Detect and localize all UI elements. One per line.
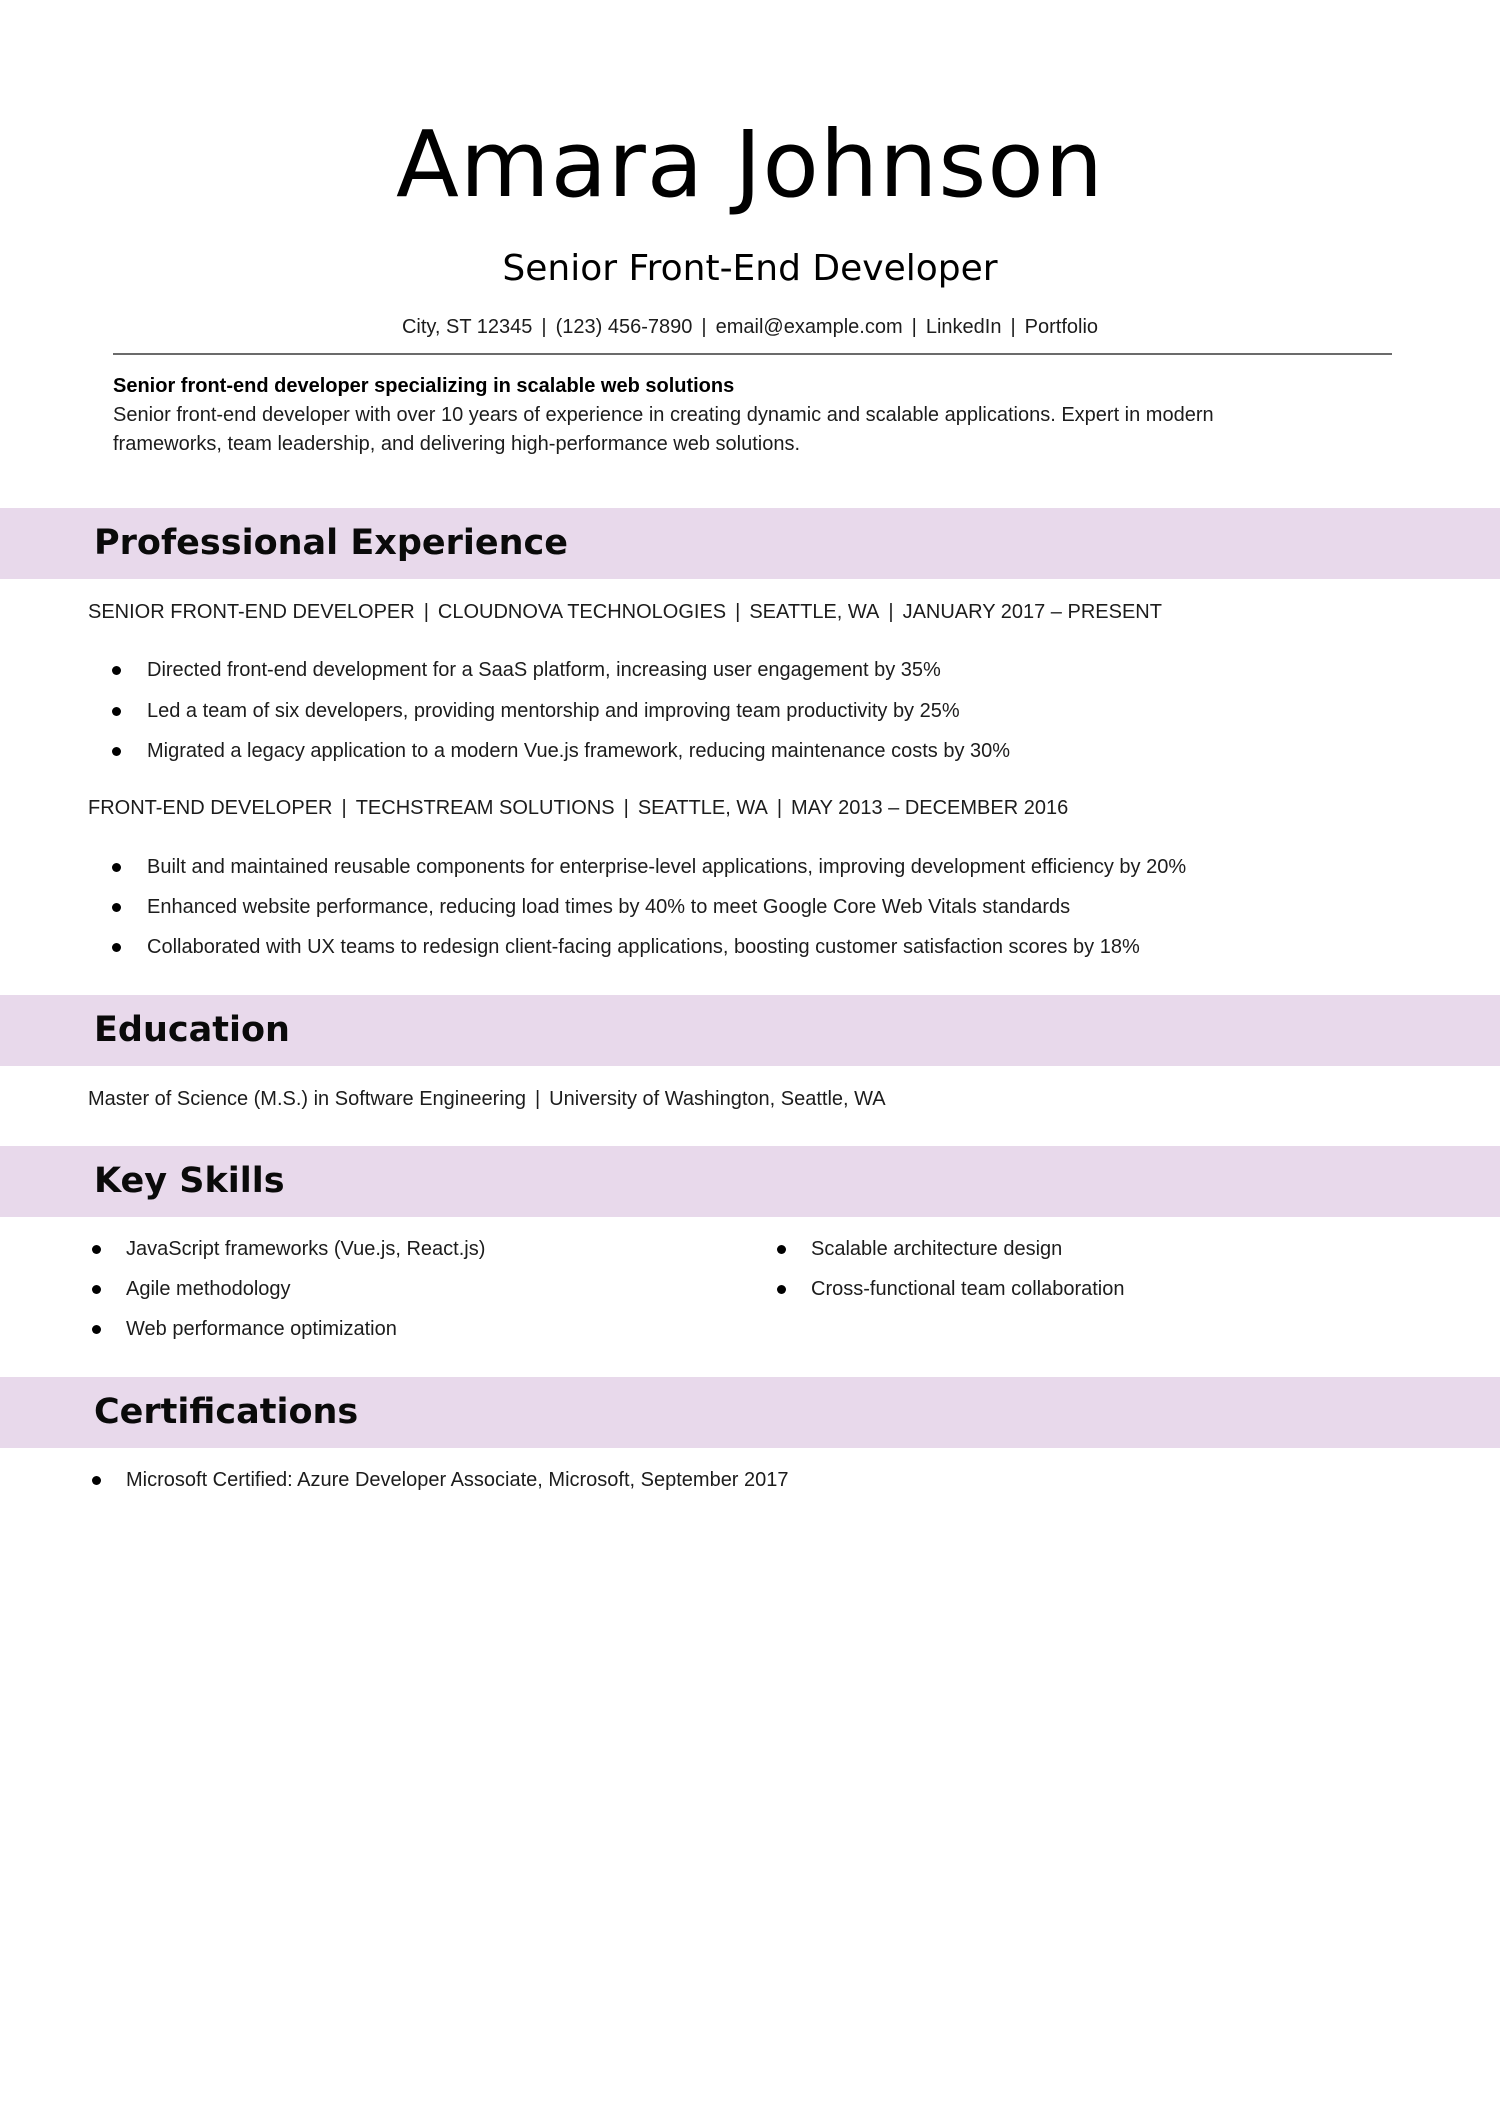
summary-line: Senior front-end developer with over 10 … xyxy=(113,404,1214,426)
skill-text: Web performance optimization xyxy=(126,1318,397,1340)
experience-bullet-text: Led a team of six developers, providing … xyxy=(147,700,960,722)
education-school: University of Washington, Seattle, WA xyxy=(549,1088,886,1110)
section-heading-skills: Key Skills xyxy=(94,1161,285,1201)
experience-bullet-text: Migrated a legacy application to a moder… xyxy=(147,740,1011,762)
experience-bullet: Directed front-end development for a Saa… xyxy=(112,655,941,685)
job-dates: JANUARY 2017 – PRESENT xyxy=(902,601,1162,623)
job-separator: | xyxy=(423,601,429,623)
job-role: SENIOR FRONT-END DEVELOPER xyxy=(88,601,415,623)
experience-bullet: Led a team of six developers, providing … xyxy=(112,696,960,726)
bullet-dot-icon xyxy=(112,707,121,716)
skill-text: Scalable architecture design xyxy=(811,1238,1063,1260)
contact-email[interactable]: email@example.com xyxy=(715,316,903,338)
skill-item: Scalable architecture design xyxy=(777,1234,1063,1264)
section-band-education: Education xyxy=(0,995,1500,1066)
certification-text: Microsoft Certified: Azure Developer Ass… xyxy=(126,1469,789,1491)
job-separator: | xyxy=(735,601,741,623)
bullet-dot-icon xyxy=(92,1285,101,1294)
experience-bullet: Collaborated with UX teams to redesign c… xyxy=(112,932,1140,962)
job-separator: | xyxy=(623,797,629,819)
job-role: FRONT-END DEVELOPER xyxy=(88,797,333,819)
education-degree: Master of Science (M.S.) in Software Eng… xyxy=(88,1088,526,1110)
skill-item: Web performance optimization xyxy=(92,1314,397,1344)
job-dates: MAY 2013 – DECEMBER 2016 xyxy=(791,797,1069,819)
bullet-dot-icon xyxy=(92,1476,101,1485)
contact-portfolio-link[interactable]: Portfolio xyxy=(1024,316,1099,338)
contact-separator: | xyxy=(1010,316,1016,338)
section-heading-certifications: Certifications xyxy=(94,1392,359,1432)
section-band-skills: Key Skills xyxy=(0,1146,1500,1217)
contact-address: City, ST 12345 xyxy=(401,316,533,338)
job-separator: | xyxy=(888,601,894,623)
job-separator: | xyxy=(776,797,783,819)
job-location: SEATTLE, WA xyxy=(637,797,768,819)
contact-separator: | xyxy=(911,316,917,338)
experience-bullet-text: Directed front-end development for a Saa… xyxy=(147,659,941,681)
contact-line: City, ST 12345 | (123) 456-7890 | email@exam… xyxy=(0,312,1500,342)
job-company: TECHSTREAM SOLUTIONS xyxy=(355,797,615,819)
bullet-dot-icon xyxy=(112,903,121,912)
bullet-dot-icon xyxy=(112,666,121,675)
bullet-dot-icon xyxy=(112,943,121,952)
experience-bullet: Enhanced website performance, reducing l… xyxy=(112,892,1071,922)
job-header: FRONT-END DEVELOPER | TECHSTREAM SOLUTIONS… xyxy=(88,793,1068,823)
contact-separator: | xyxy=(541,316,547,338)
skill-item: Agile methodology xyxy=(92,1274,291,1304)
experience-bullet-text: Collaborated with UX teams to redesign c… xyxy=(147,936,1140,958)
education-entry: Master of Science (M.S.) in Software Eng… xyxy=(88,1084,886,1114)
bullet-dot-icon xyxy=(777,1285,786,1294)
job-separator: | xyxy=(341,797,347,819)
education-separator: | xyxy=(534,1088,541,1110)
contact-linkedin-link[interactable]: LinkedIn xyxy=(925,316,1002,338)
bullet-dot-icon xyxy=(112,863,121,872)
contact-phone: (123) 456-7890 xyxy=(555,316,693,338)
experience-bullet-text: Built and maintained reusable components… xyxy=(147,856,1187,878)
bullet-dot-icon xyxy=(777,1245,786,1254)
section-band-certifications: Certifications xyxy=(0,1377,1500,1448)
summary-block: Senior front-end developer specializing … xyxy=(113,372,1392,459)
job-location: SEATTLE, WA xyxy=(749,601,880,623)
skill-item: Cross-functional team collaboration xyxy=(777,1274,1125,1304)
bullet-dot-icon xyxy=(92,1245,101,1254)
skill-item: JavaScript frameworks (Vue.js, React.js) xyxy=(92,1234,486,1264)
skill-text: Cross-functional team collaboration xyxy=(811,1278,1125,1300)
experience-bullet: Built and maintained reusable components… xyxy=(112,852,1187,882)
candidate-title: Senior Front-End Developer xyxy=(502,248,998,289)
candidate-name: Amara Johnson xyxy=(396,111,1104,218)
skill-text: Agile methodology xyxy=(126,1278,291,1300)
job-company: CLOUDNOVA TECHNOLOGIES xyxy=(437,601,727,623)
section-heading-experience: Professional Experience xyxy=(94,523,569,563)
experience-bullet-text: Enhanced website performance, reducing l… xyxy=(147,896,1071,918)
bullet-dot-icon xyxy=(112,747,121,756)
contact-separator: | xyxy=(701,316,707,338)
header-divider xyxy=(113,353,1392,355)
certification-item: Microsoft Certified: Azure Developer Ass… xyxy=(92,1465,789,1495)
summary-headline: Senior front-end developer specializing … xyxy=(113,375,735,397)
summary-line: frameworks, team leadership, and deliver… xyxy=(113,433,801,455)
section-band-experience: Professional Experience xyxy=(0,508,1500,579)
job-header: SENIOR FRONT-END DEVELOPER | CLOUDNOVA TEC… xyxy=(88,597,1162,627)
experience-bullet: Migrated a legacy application to a moder… xyxy=(112,736,1011,766)
skill-text: JavaScript frameworks (Vue.js, React.js) xyxy=(126,1238,486,1260)
section-heading-education: Education xyxy=(94,1010,290,1050)
bullet-dot-icon xyxy=(92,1325,101,1334)
